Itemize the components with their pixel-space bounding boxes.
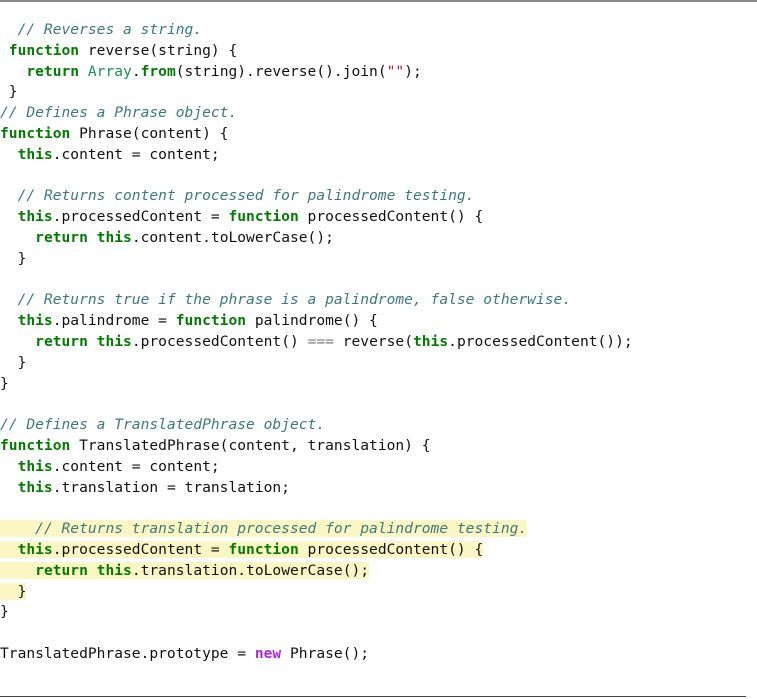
code-text: .processedContent());	[448, 332, 633, 350]
code-text: }	[17, 582, 27, 600]
code-line: // Defines a Phrase object.	[0, 103, 757, 124]
code-line: return Array.from(string).reverse().join…	[0, 62, 757, 83]
keyword-this: this	[17, 145, 53, 163]
code-text: .content.toLowerCase();	[131, 228, 334, 246]
keyword-function: function	[228, 540, 299, 558]
code-comment: // Returns content processed for palindr…	[17, 187, 475, 205]
code-text: }	[17, 353, 27, 371]
code-line: return this.processedContent() === rever…	[0, 332, 757, 353]
blank-line	[0, 623, 757, 644]
code-line: function Phrase(content) {	[0, 124, 757, 145]
keyword-from: from	[140, 62, 176, 80]
highlighted-code-line: // Returns translation processed for pal…	[0, 519, 757, 540]
keyword-this: this	[96, 228, 132, 246]
keyword-function: function	[228, 208, 299, 226]
code-text: palindrome() {	[246, 312, 378, 330]
highlighted-code-line: this.processedContent = function process…	[0, 540, 757, 561]
code-text: .content = content;	[52, 457, 220, 475]
code-text: .processedContent =	[52, 208, 229, 226]
code-text: }	[0, 603, 9, 621]
code-text: processedContent() {	[298, 208, 484, 226]
operator-strict-equal: ===	[307, 332, 334, 350]
code-line: // Defines a TranslatedPhrase object.	[0, 415, 757, 436]
code-line: }	[0, 353, 757, 374]
blank-line	[0, 166, 757, 187]
code-comment: // Returns translation processed for pal…	[35, 520, 528, 538]
code-text: TranslatedPhrase.prototype =	[0, 644, 255, 662]
code-text: Phrase(content) {	[70, 124, 229, 142]
keyword-this: this	[17, 478, 53, 496]
code-line: function reverse(string) {	[0, 41, 757, 62]
highlighted-code-line: return this.translation.toLowerCase();	[0, 561, 757, 582]
code-line: return this.content.toLowerCase();	[0, 228, 757, 249]
keyword-function: function	[0, 436, 71, 454]
code-comment: // Reverses a string.	[17, 21, 203, 38]
keyword-this: this	[17, 312, 53, 330]
blank-line	[0, 394, 757, 415]
code-listing: // Reverses a string. function reverse(s…	[0, 20, 757, 665]
top-divider	[0, 0, 757, 2]
keyword-return: return	[35, 561, 88, 579]
bottom-divider	[0, 696, 746, 697]
keyword-function: function	[175, 312, 247, 330]
keyword-new: new	[254, 644, 282, 662]
keyword-this: this	[96, 561, 132, 579]
line-highlight: this.processedContent = function process…	[0, 540, 484, 558]
code-line: }	[0, 249, 757, 270]
code-text: .processedContent =	[52, 540, 229, 558]
code-text: .processedContent()	[131, 332, 308, 350]
keyword-this: this	[17, 540, 53, 558]
code-line: this.content = content;	[0, 145, 757, 166]
code-text: .content = content;	[52, 145, 220, 163]
code-text: reverse(string) {	[79, 41, 238, 59]
highlighted-code-line: }	[0, 582, 757, 603]
code-comment: // Defines a Phrase object.	[0, 104, 238, 122]
code-line: this.translation = translation;	[0, 478, 757, 499]
code-line: // Reverses a string.	[0, 20, 757, 41]
code-line: // Returns content processed for palindr…	[0, 186, 757, 207]
keyword-this: this	[17, 208, 53, 226]
code-text: reverse(	[333, 332, 413, 350]
keyword-this: this	[413, 332, 449, 350]
code-line: }	[0, 602, 757, 623]
builtin-array: Array	[87, 62, 132, 80]
keyword-return: return	[35, 332, 88, 350]
code-line: // Returns true if the phrase is a palin…	[0, 290, 757, 311]
line-highlight: return this.translation.toLowerCase();	[0, 561, 370, 579]
keyword-return: return	[35, 228, 88, 246]
code-text: .translation.toLowerCase();	[131, 561, 370, 579]
string-literal: ""	[386, 62, 405, 80]
keyword-function: function	[0, 124, 71, 142]
code-text: processedContent() {	[298, 540, 484, 558]
code-comment: // Returns true if the phrase is a palin…	[17, 291, 572, 309]
code-comment: // Defines a TranslatedPhrase object.	[0, 416, 326, 434]
blank-line	[0, 498, 757, 519]
code-text: .translation = translation;	[52, 478, 290, 496]
keyword-this: this	[96, 332, 132, 350]
line-highlight: // Returns translation processed for pal…	[0, 520, 528, 538]
code-line: TranslatedPhrase.prototype = new Phrase(…	[0, 644, 757, 665]
code-text: .palindrome =	[52, 312, 176, 330]
code-text: }	[17, 249, 27, 267]
code-text: TranslatedPhrase(content, translation) {	[70, 436, 431, 454]
code-text: }	[8, 83, 18, 101]
code-line: this.content = content;	[0, 457, 757, 478]
code-text: (string).reverse().join(	[175, 62, 387, 80]
code-line: }	[0, 82, 757, 103]
code-text: Phrase();	[281, 644, 370, 662]
code-text: .	[131, 62, 141, 80]
blank-line	[0, 270, 757, 291]
line-highlight: }	[0, 582, 27, 600]
code-line: this.processedContent = function process…	[0, 207, 757, 228]
code-text: );	[404, 62, 422, 80]
code-text: }	[0, 374, 9, 392]
code-line: }	[0, 374, 757, 395]
keyword-function: function	[8, 41, 80, 59]
keyword-this: this	[17, 457, 53, 475]
code-line: this.palindrome = function palindrome() …	[0, 311, 757, 332]
keyword-return: return	[26, 62, 80, 80]
code-line: function TranslatedPhrase(content, trans…	[0, 436, 757, 457]
